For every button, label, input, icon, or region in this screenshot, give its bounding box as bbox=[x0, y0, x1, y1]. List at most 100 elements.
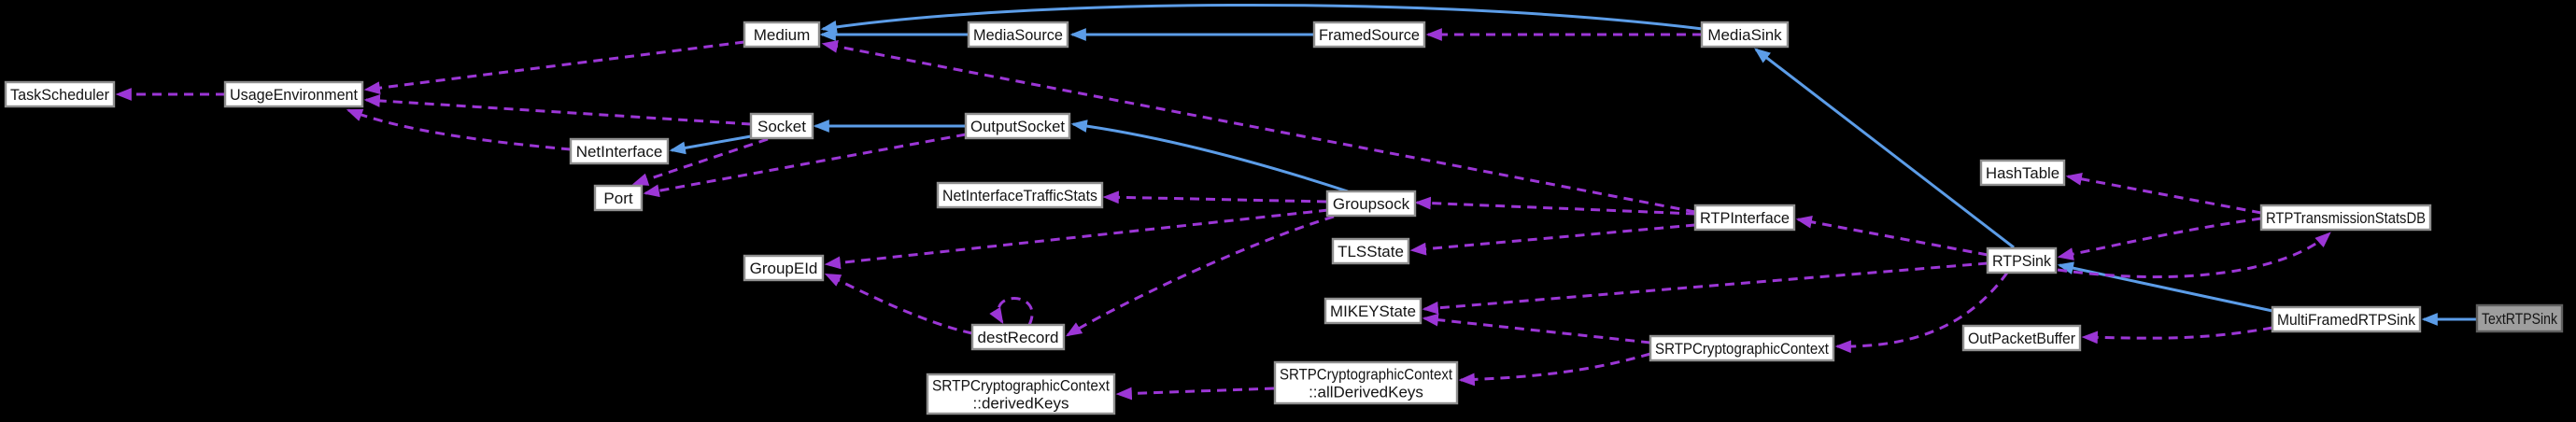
class-label-MediaSink: MediaSink bbox=[1707, 26, 1782, 44]
class-box-SRTPCryptographicContext_derivedKeys[interactable] bbox=[926, 373, 1116, 415]
class-node-Port[interactable]: Port bbox=[593, 184, 644, 212]
class-node-Medium[interactable]: Medium bbox=[743, 21, 821, 49]
class-label-OutPacketBuffer: OutPacketBuffer bbox=[1968, 330, 2075, 347]
inheritance-edge-MediaSink-to-Medium bbox=[820, 3, 1704, 34]
class-label-NetInterfaceTrafficStats: NetInterfaceTrafficStats bbox=[942, 187, 1097, 204]
class-box-Socket[interactable] bbox=[749, 112, 814, 140]
class-node-TextRTPSink: TextRTPSink bbox=[2475, 303, 2564, 333]
inheritance-edge-Socket-to-NetInterface bbox=[669, 134, 752, 155]
class-label-Groupsock: Groupsock bbox=[1333, 195, 1410, 213]
class-node-GroupEId[interactable]: GroupEId bbox=[743, 254, 825, 282]
usage-edge-destRecord-to-destRecord bbox=[989, 297, 1034, 326]
class-node-FramedSource[interactable]: FramedSource bbox=[1312, 21, 1426, 49]
usage-edge-Groupsock-to-NetInterfaceTrafficStats bbox=[1102, 190, 1327, 204]
usage-edge-SRTPCryptographicContext-to-SRTPCryptographicContext_allDerivedKeys bbox=[1458, 352, 1651, 387]
class-label-SRTPCryptographicContext_derivedKeys-line2: ::derivedKeys bbox=[973, 395, 1069, 413]
class-box-RTPSink[interactable] bbox=[1986, 246, 2058, 274]
class-label-OutputSocket: OutputSocket bbox=[970, 118, 1065, 135]
class-box-Port[interactable] bbox=[593, 184, 644, 212]
usage-edge-Medium-to-UsageEnvironment bbox=[363, 40, 745, 94]
class-box-TLSState[interactable] bbox=[1331, 237, 1410, 265]
usage-edge-RTPTransmissionStatsDB-to-RTPSink bbox=[2057, 217, 2262, 260]
class-box-UsageEnvironment[interactable] bbox=[223, 80, 364, 108]
class-box-RTPTransmissionStatsDB[interactable] bbox=[2259, 204, 2432, 232]
usage-edge-Groupsock-to-destRecord bbox=[1065, 215, 1335, 337]
class-label-SRTPCryptographicContext_allDerivedKeys-line1: SRTPCryptographicContext bbox=[1280, 366, 1452, 384]
class-box-GroupEId[interactable] bbox=[743, 254, 825, 282]
class-node-MediaSink[interactable]: MediaSink bbox=[1700, 21, 1790, 49]
class-node-OutputSocket[interactable]: OutputSocket bbox=[964, 112, 1071, 140]
usage-edge-SRTPCryptographicContext_allDerivedKeys-to-SRTPCryptographicContext_derivedKeys bbox=[1115, 387, 1275, 401]
class-label-NetInterface: NetInterface bbox=[576, 143, 663, 161]
class-box-SRTPCryptographicContext_allDerivedKeys[interactable] bbox=[1273, 360, 1459, 405]
inheritance-edge-RTPSink-to-MediaSink bbox=[1754, 48, 2015, 249]
usage-edge-MultiFramedRTPSink-to-OutPacketBuffer bbox=[2081, 326, 2273, 345]
class-box-destRecord[interactable] bbox=[970, 323, 1066, 351]
class-node-MIKEYState[interactable]: MIKEYState bbox=[1323, 297, 1422, 325]
class-label-TLSState: TLSState bbox=[1338, 243, 1404, 260]
class-node-RTPInterface[interactable]: RTPInterface bbox=[1693, 204, 1796, 232]
class-label-UsageEnvironment: UsageEnvironment bbox=[230, 86, 358, 104]
class-label-RTPTransmissionStatsDB: RTPTransmissionStatsDB bbox=[2266, 209, 2426, 227]
class-label-Port: Port bbox=[603, 190, 632, 207]
class-box-TaskScheduler[interactable] bbox=[4, 80, 116, 108]
class-box-NetInterface[interactable] bbox=[569, 137, 670, 165]
class-node-TLSState[interactable]: TLSState bbox=[1331, 237, 1410, 265]
class-box-OutPacketBuffer[interactable] bbox=[1961, 324, 2082, 352]
class-node-SRTPCryptographicContext_allDerivedKeys[interactable]: SRTPCryptographicContext::allDerivedKeys bbox=[1273, 360, 1459, 405]
class-label-SRTPCryptographicContext: SRTPCryptographicContext bbox=[1655, 340, 1829, 358]
class-label-MIKEYState: MIKEYState bbox=[1330, 302, 1416, 320]
edges-layer bbox=[115, 3, 2477, 401]
nodes-layer: TaskScheduler UsageEnvironment Medium Media… bbox=[4, 21, 2564, 415]
class-node-Groupsock[interactable]: Groupsock bbox=[1325, 190, 1417, 218]
class-label-MultiFramedRTPSink: MultiFramedRTPSink bbox=[2277, 311, 2415, 329]
class-label-Medium: Medium bbox=[754, 26, 810, 44]
usage-edge-RTPTransmissionStatsDB-to-HashTable bbox=[2065, 172, 2262, 215]
usage-edge-SRTPCryptographicContext-to-MIKEYState bbox=[1422, 313, 1651, 345]
class-box-HashTable[interactable] bbox=[1979, 159, 2066, 187]
class-node-MultiFramedRTPSink[interactable]: MultiFramedRTPSink bbox=[2271, 305, 2422, 333]
class-label-Socket: Socket bbox=[757, 118, 806, 135]
class-box-MIKEYState[interactable] bbox=[1323, 297, 1422, 325]
class-node-MediaSource[interactable]: MediaSource bbox=[967, 21, 1069, 49]
class-box-FramedSource[interactable] bbox=[1312, 21, 1426, 49]
class-box-TextRTPSink bbox=[2475, 303, 2564, 333]
class-box-RTPInterface[interactable] bbox=[1693, 204, 1796, 232]
class-node-SRTPCryptographicContext_derivedKeys[interactable]: SRTPCryptographicContext::derivedKeys bbox=[926, 373, 1116, 415]
class-box-MediaSource[interactable] bbox=[967, 21, 1069, 49]
class-box-MultiFramedRTPSink[interactable] bbox=[2271, 305, 2422, 333]
class-box-OutputSocket[interactable] bbox=[964, 112, 1071, 140]
class-box-NetInterfaceTrafficStats[interactable] bbox=[936, 181, 1104, 209]
usage-edge-RTPSink-to-RTPInterface bbox=[1795, 215, 1989, 257]
class-node-NetInterface[interactable]: NetInterface bbox=[569, 137, 670, 165]
usage-edge-Socket-to-UsageEnvironment bbox=[363, 94, 752, 126]
class-box-Groupsock[interactable] bbox=[1325, 190, 1417, 218]
class-node-OutPacketBuffer[interactable]: OutPacketBuffer bbox=[1961, 324, 2082, 352]
class-box-MediaSink[interactable] bbox=[1700, 21, 1790, 49]
usage-edge-Groupsock-to-GroupEId bbox=[824, 208, 1329, 270]
usage-edge-OutputSocket-to-Port bbox=[643, 133, 967, 198]
class-node-NetInterfaceTrafficStats[interactable]: NetInterfaceTrafficStats bbox=[936, 181, 1104, 209]
class-label-RTPSink: RTPSink bbox=[1992, 252, 2051, 270]
class-node-RTPTransmissionStatsDB[interactable]: RTPTransmissionStatsDB bbox=[2259, 204, 2432, 232]
class-label-RTPInterface: RTPInterface bbox=[1700, 209, 1790, 227]
usage-edge-RTPSink-to-SRTPCryptographicContext bbox=[1834, 272, 2009, 354]
class-node-UsageEnvironment[interactable]: UsageEnvironment bbox=[223, 80, 364, 108]
class-label-TextRTPSink: TextRTPSink bbox=[2482, 310, 2557, 328]
class-label-MediaSource: MediaSource bbox=[973, 26, 1063, 44]
usage-edge-RTPSink-to-RTPTransmissionStatsDB bbox=[2057, 232, 2331, 279]
inheritance-edge-Groupsock-to-OutputSocket bbox=[1070, 120, 1349, 193]
class-node-SRTPCryptographicContext[interactable]: SRTPCryptographicContext bbox=[1649, 334, 1835, 362]
usage-edge-Socket-to-Port bbox=[631, 137, 769, 186]
usage-edge-RTPInterface-to-Medium bbox=[821, 40, 1696, 214]
class-box-Medium[interactable] bbox=[743, 21, 821, 49]
class-label-destRecord: destRecord bbox=[978, 329, 1059, 346]
class-node-TaskScheduler[interactable]: TaskScheduler bbox=[4, 80, 116, 108]
class-node-RTPSink[interactable]: RTPSink bbox=[1986, 246, 2058, 274]
class-node-Socket[interactable]: Socket bbox=[749, 112, 814, 140]
class-node-destRecord[interactable]: destRecord bbox=[970, 323, 1066, 351]
class-node-HashTable[interactable]: HashTable bbox=[1979, 159, 2066, 187]
class-box-SRTPCryptographicContext[interactable] bbox=[1649, 334, 1835, 362]
